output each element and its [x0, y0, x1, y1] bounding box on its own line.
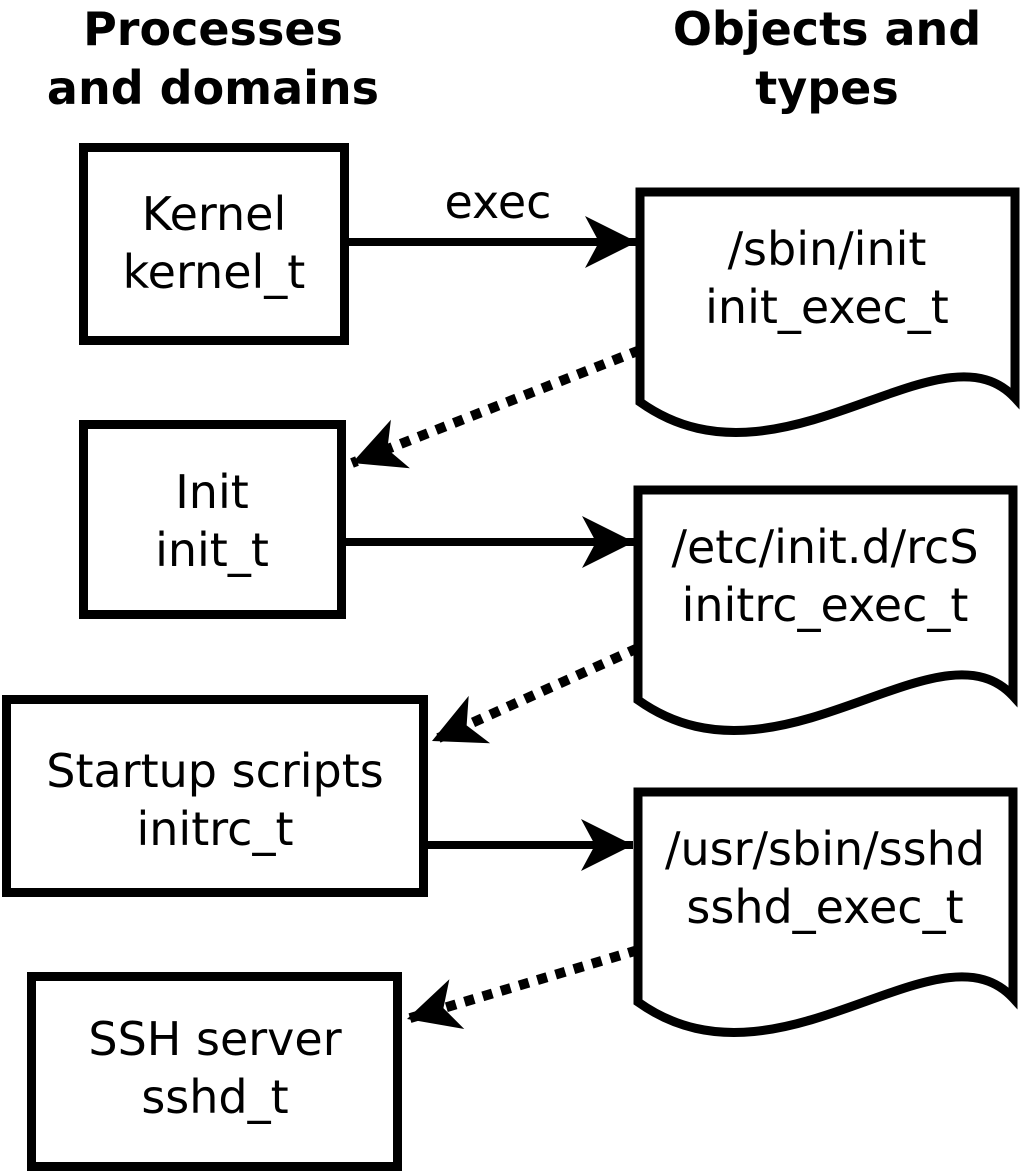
exec-arrow-label: exec: [445, 175, 552, 229]
right-column-header-line2: types: [755, 61, 898, 115]
process-name-label: Kernel: [142, 187, 287, 241]
process-box-ssh-server-rect: [27, 972, 402, 1171]
process-box-init: Init init_t: [79, 420, 346, 619]
process-name-label: Init: [175, 465, 249, 519]
right-column-header-line1: Objects and: [673, 2, 981, 56]
object-doc-rcs: /etc/init.d/rcS initrc_exec_t: [633, 485, 1018, 735]
left-column-header-line1: Processes: [83, 2, 343, 56]
process-name-label: SSH server: [88, 1012, 341, 1066]
process-box-kernel: Kernel kernel_t: [79, 143, 349, 345]
object-doc-sshd-shape: [633, 787, 1018, 1037]
process-domain-label: sshd_t: [141, 1070, 288, 1124]
process-name-label: Startup scripts: [46, 744, 384, 798]
object-doc-rcs-shape: [633, 485, 1018, 735]
process-box-startup-scripts: Startup scripts initrc_t: [2, 695, 428, 897]
transition-arrow-to-init: [350, 345, 642, 469]
process-box-ssh-server: SSH server sshd_t: [27, 972, 402, 1171]
object-path-label: /usr/sbin/sshd: [665, 822, 985, 876]
object-doc-sbin-init: /sbin/init init_exec_t: [635, 187, 1020, 437]
process-box-startup-scripts-rect: [2, 695, 428, 897]
process-domain-label: initrc_t: [137, 802, 294, 856]
process-domain-label: kernel_t: [123, 245, 306, 299]
object-path-label: /etc/init.d/rcS: [671, 520, 978, 574]
object-doc-sbin-init-shape: [635, 187, 1020, 437]
process-domain-label: init_t: [155, 523, 269, 577]
object-doc-sshd: /usr/sbin/sshd sshd_exec_t: [633, 787, 1018, 1037]
object-type-label: initrc_exec_t: [682, 578, 969, 632]
object-path-label: /sbin/init: [728, 222, 927, 276]
transition-arrow-to-sshd: [405, 945, 640, 1030]
process-box-init-rect: [79, 420, 346, 619]
process-box-kernel-rect: [79, 143, 349, 345]
object-type-label: init_exec_t: [705, 280, 949, 334]
left-column-header-line2: and domains: [47, 61, 379, 115]
object-type-label: sshd_exec_t: [686, 880, 963, 934]
transition-arrow-to-initrc: [429, 643, 641, 746]
